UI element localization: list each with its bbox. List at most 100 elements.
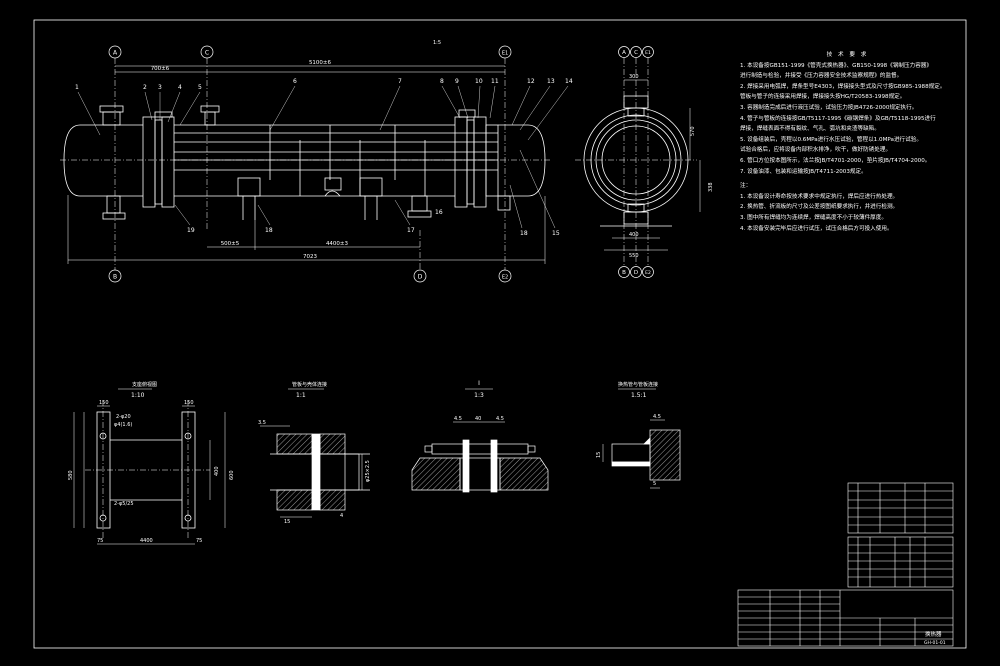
- detail-view-tube-joint: 换热管与管板连接 1.5:1 4.5 15 5: [596, 381, 681, 489]
- axis-label-d: D: [418, 274, 423, 281]
- dim-500: 500±5: [221, 241, 240, 247]
- part-number-2: 2: [143, 84, 147, 91]
- side-axis-marker-c: [630, 46, 642, 58]
- note-line: 6. 管口方位按本图所示，法兰按JB/T4701-2000，垫片按JB/T470…: [740, 157, 931, 164]
- detail1-scale: 1:10: [131, 392, 145, 399]
- side-dim-338: 338: [708, 182, 714, 192]
- detail-view-tubesheet: 管板与壳体连接 1:1 3.5 15 4 φ25×2.5: [258, 381, 371, 525]
- dim-700: 700±6: [151, 66, 170, 72]
- side-dim-550: 550: [629, 253, 639, 259]
- detail3-scale: 1:3: [474, 392, 484, 399]
- detail4-title: 换热管与管板连接: [618, 381, 658, 388]
- detail3-dim-4.5b: 4.5: [496, 416, 504, 422]
- part-number-9: 9: [455, 78, 459, 85]
- side-axis-marker-a: [618, 46, 630, 58]
- part-number-labels: 1 2 3 4 5 6 7 8 9 10 11 12 13 14 15 16 1…: [75, 78, 573, 237]
- note-line: 进行制造与检验，并接受《压力容器安全技术监察规程》的监督。: [740, 73, 903, 80]
- part-number-16: 16: [435, 209, 443, 216]
- side-axis-marker-b: [618, 266, 630, 278]
- title-block-name: 换热器: [925, 630, 942, 638]
- part-number-15: 15: [552, 230, 560, 237]
- axis-label-c: C: [205, 50, 209, 57]
- axis-label-e1: E1: [502, 51, 508, 57]
- axis-label-a: A: [113, 50, 118, 57]
- side-axis-marker-e1: [642, 46, 654, 58]
- main-dimension-lines: [67, 65, 546, 264]
- part-number-3: 3: [158, 84, 162, 91]
- part-number-14: 14: [565, 78, 573, 85]
- detail1-dim-150a: 150: [99, 400, 109, 406]
- part-number-10: 10: [475, 78, 483, 85]
- note-line: 焊接，焊缝表面不得有裂纹、气孔、弧坑和夹渣等缺陷。: [740, 126, 880, 133]
- side-axis-marker-e2: [642, 266, 654, 278]
- axis-marker-c: [200, 45, 214, 59]
- part-number-19: 19: [187, 227, 195, 234]
- detail1-dim-holes: 2-φ20: [116, 414, 131, 420]
- note-line: 1. 本设备按GB151-1999《管壳式换热器》、GB150-1998《钢制压…: [740, 62, 932, 69]
- note-line: 2. 焊接采用电弧焊，焊条型号E4303，焊接接头型式及尺寸按GB985-198…: [740, 83, 946, 90]
- axis-marker-d: [413, 269, 427, 283]
- detail2-dim-4: 4: [340, 513, 343, 519]
- axis-label-b: B: [113, 274, 117, 281]
- note-line: 7. 设备油漆、包装和运输按JB/T4711-2003规定。: [740, 168, 867, 175]
- header-ratio: 1:5: [433, 40, 441, 46]
- side-axis-label-d: D: [634, 270, 638, 276]
- detail3-dim-40: 40: [475, 416, 481, 422]
- detail4-dim-4.5: 4.5: [653, 414, 661, 420]
- side-axis-markers: [618, 46, 654, 278]
- detail1-dim-roughness: φ4(1.6): [114, 422, 132, 428]
- side-axis-label-a: A: [622, 50, 626, 56]
- part-number-6: 6: [293, 78, 297, 85]
- note-line: 4. 管子与管板的连接按GB/T5117-1995《碳钢焊条》及GB/T5118…: [740, 115, 936, 122]
- dim-5100: 5100±6: [309, 60, 332, 66]
- detail1-dim-slots: 2-φ5/25: [114, 501, 134, 507]
- axis-marker-e2: [498, 269, 512, 283]
- part-leaders: [77, 85, 569, 229]
- axis-marker-a: [108, 45, 122, 59]
- side-axis-marker-d: [630, 266, 642, 278]
- part-number-1: 1: [75, 84, 79, 91]
- note-line: 管板与管子的连接采用焊接，焊接接头按HG/T20583-1998规定。: [740, 94, 906, 101]
- side-dim-570: 570: [690, 126, 696, 136]
- side-axis-label-c: C: [634, 50, 638, 56]
- part-number-7: 7: [398, 78, 402, 85]
- detail4-scale: 1.5:1: [631, 392, 647, 399]
- detail1-dim-150b: 150: [184, 400, 194, 406]
- technical-requirements: 技 术 要 求 1. 本设备按GB151-1999《管壳式换热器》、GB150-…: [740, 50, 955, 234]
- detail3-title: I: [478, 380, 480, 387]
- detail1-title: 支座俯视图: [132, 381, 157, 388]
- detail-view-i: I 1:3 4.5 40 4.5: [411, 380, 549, 493]
- part-number-18a: 18: [265, 227, 273, 234]
- detail1-dim-4400: 4400: [140, 538, 153, 544]
- note2-line: 4. 本设备安装完毕后应进行试压，试压合格后方可投入使用。: [740, 225, 893, 232]
- detail1-dim-580: 580: [68, 470, 74, 480]
- detail4-dim-15: 15: [596, 452, 602, 458]
- side-dim-300: 300: [629, 74, 639, 80]
- title-block-drawing-no: GH-01-01: [924, 640, 946, 646]
- title-block: [737, 482, 954, 647]
- detail2-dim-15: 15: [284, 519, 290, 525]
- note2-line: 1. 本设备设计寿命按技术要求中规定执行，焊后应进行热处理。: [740, 193, 899, 200]
- note-line: 3. 容器制造完成后进行液压试验，试验压力按JB4726-2000规定执行。: [740, 104, 918, 111]
- note2-line: 3. 图中所有焊缝均为连续焊，焊缝高度不小于较薄件厚度。: [740, 214, 887, 221]
- part-number-18b: 18: [520, 230, 528, 237]
- part-number-11: 11: [491, 78, 499, 85]
- dim-4400: 4400±3: [326, 241, 349, 247]
- detail2-scale: 1:1: [296, 392, 306, 399]
- sheet-border: [33, 19, 967, 649]
- note2-line: 2. 换热管、折流板的尺寸及公差按图纸要求执行，并进行检测。: [740, 204, 899, 211]
- detail1-dim-600: 600: [229, 470, 235, 480]
- detail2-dim-3.5: 3.5: [258, 420, 266, 426]
- detail1-dim-75a: 75: [97, 538, 103, 544]
- side-axis-label-e2: E2: [645, 270, 651, 276]
- main-centerlines: [60, 58, 552, 270]
- part-number-13: 13: [547, 78, 555, 85]
- detail-view-saddle: 支座俯视图 1:10 150 150: [68, 381, 235, 545]
- part-number-17: 17: [407, 227, 415, 234]
- axis-marker-e1: [498, 45, 512, 59]
- side-axis-label-e1: E1: [645, 50, 651, 56]
- main-axis-markers: [108, 45, 512, 283]
- notes-subhead: 注：: [740, 183, 752, 190]
- detail2-title: 管板与壳体连接: [292, 381, 327, 388]
